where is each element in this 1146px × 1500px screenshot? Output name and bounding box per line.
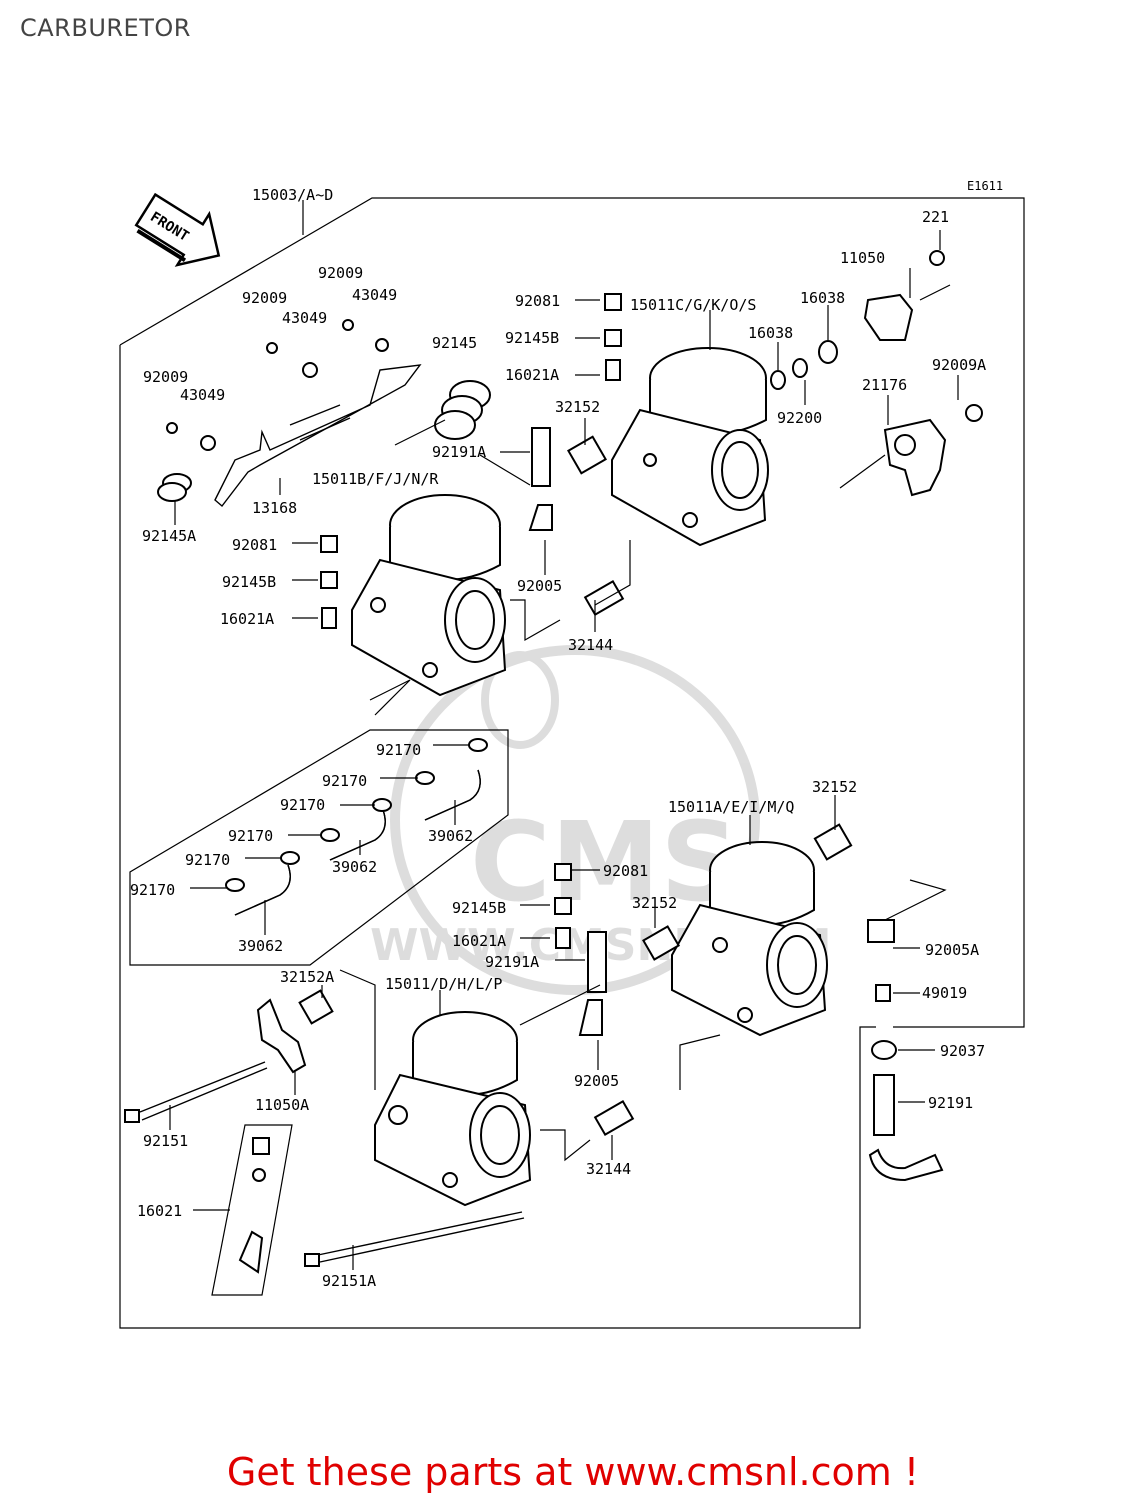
label-16038-b: 16038 bbox=[748, 324, 793, 342]
label-32152-a: 32152 bbox=[555, 398, 600, 416]
bracket-13168 bbox=[214, 364, 422, 508]
label-92151a: 92151A bbox=[322, 1272, 376, 1290]
label-16021a-c: 16021A bbox=[452, 932, 506, 950]
hose-kit-box bbox=[129, 729, 509, 966]
label-92005a: 92005A bbox=[925, 941, 979, 959]
label-92145a: 92145A bbox=[142, 527, 196, 545]
label-92145b-b: 92145B bbox=[222, 573, 276, 591]
label-11050: 11050 bbox=[840, 249, 885, 267]
label-92005-b: 92005 bbox=[574, 1072, 619, 1090]
label-92145b-c: 92145B bbox=[452, 899, 506, 917]
label-92009-a: 92009 bbox=[318, 264, 363, 282]
carburetor-exploded-diagram: CMS WWW.CMSNL.COM FRONT bbox=[119, 179, 1025, 1329]
carburetor-15011c bbox=[611, 347, 769, 547]
label-39062-a: 39062 bbox=[428, 827, 473, 845]
label-92151: 92151 bbox=[143, 1132, 188, 1150]
label-92081-a: 92081 bbox=[515, 292, 560, 310]
label-16038-a: 16038 bbox=[800, 289, 845, 307]
spring-92145a bbox=[157, 473, 192, 502]
part-labels: 15003/A~D 221 11050 92009 43049 92009 43… bbox=[130, 179, 1003, 1290]
label-92191: 92191 bbox=[928, 1094, 973, 1112]
carburetor-15011b bbox=[351, 494, 507, 697]
label-43049-c: 43049 bbox=[180, 386, 225, 404]
label-32144-a: 32144 bbox=[568, 636, 613, 654]
label-92037: 92037 bbox=[940, 1042, 985, 1060]
lever-11050a bbox=[256, 998, 307, 1074]
assembly-frame-top bbox=[119, 197, 1025, 1028]
label-92170-e: 92170 bbox=[185, 851, 230, 869]
throttle-shafts bbox=[124, 1061, 525, 1267]
label-92009-b: 92009 bbox=[242, 289, 287, 307]
label-43049-a: 43049 bbox=[352, 286, 397, 304]
diagram-code: E1611 bbox=[967, 179, 1003, 193]
washers-16038 bbox=[770, 340, 838, 390]
bracket-slots bbox=[289, 404, 351, 441]
assembly-frame-bottom bbox=[119, 345, 876, 1329]
throttle-sensor-21176 bbox=[883, 418, 947, 497]
label-92170-b: 92170 bbox=[322, 772, 367, 790]
label-15011b: 15011B/F/J/N/R bbox=[312, 470, 439, 488]
spring-92145 bbox=[434, 380, 491, 440]
label-49019: 49019 bbox=[922, 984, 967, 1002]
label-15011a: 15011A/E/I/M/Q bbox=[668, 798, 794, 816]
label-221: 221 bbox=[922, 208, 949, 226]
label-92191a-a: 92191A bbox=[432, 443, 486, 461]
label-11050a: 11050A bbox=[255, 1096, 309, 1114]
page-title: CARBURETOR bbox=[20, 14, 191, 42]
label-32152-b: 32152 bbox=[812, 778, 857, 796]
label-15011: 15011/D/H/L/P bbox=[385, 975, 502, 993]
label-16021a-a: 16021A bbox=[505, 366, 559, 384]
label-32144-b: 32144 bbox=[586, 1160, 631, 1178]
pilot-screw-box bbox=[211, 1124, 293, 1296]
promo-banner: Get these parts at www.cmsnl.com ! bbox=[0, 1450, 1146, 1494]
label-39062-b: 39062 bbox=[332, 858, 377, 876]
carburetor-15011 bbox=[374, 1011, 532, 1207]
watermark-logo-text: CMS bbox=[470, 798, 739, 926]
label-92145: 92145 bbox=[432, 334, 477, 352]
small-fasteners bbox=[166, 250, 983, 451]
label-13168: 13168 bbox=[252, 499, 297, 517]
label-92170-c: 92170 bbox=[280, 796, 325, 814]
needle-springs bbox=[252, 293, 622, 1182]
label-21176: 21176 bbox=[862, 376, 907, 394]
carburetor-15011a bbox=[671, 841, 828, 1037]
label-92009a: 92009A bbox=[932, 356, 986, 374]
leader-lines bbox=[169, 230, 959, 1270]
front-arrow-icon: FRONT bbox=[134, 192, 221, 267]
label-15011c: 15011C/G/K/O/S bbox=[630, 296, 756, 314]
label-16021: 16021 bbox=[137, 1202, 182, 1220]
label-15003: 15003/A~D bbox=[252, 186, 333, 204]
label-16021a-b: 16021A bbox=[220, 610, 274, 628]
label-39062-c: 39062 bbox=[238, 937, 283, 955]
label-92170-a: 92170 bbox=[376, 741, 421, 759]
label-43049-b: 43049 bbox=[282, 309, 327, 327]
plate-11050 bbox=[863, 293, 914, 341]
label-92170-f: 92170 bbox=[130, 881, 175, 899]
label-32152-c: 32152 bbox=[632, 894, 677, 912]
hoses-39062 bbox=[234, 769, 481, 916]
label-92200: 92200 bbox=[777, 409, 822, 427]
label-92081-c: 92081 bbox=[603, 862, 648, 880]
promo-link[interactable]: Get these parts at www.cmsnl.com ! bbox=[226, 1450, 920, 1494]
label-92191a-b: 92191A bbox=[485, 953, 539, 971]
label-92009-c: 92009 bbox=[143, 368, 188, 386]
label-32152a: 32152A bbox=[280, 968, 334, 986]
label-92081-b: 92081 bbox=[232, 536, 277, 554]
pilot-screw-16021 bbox=[238, 1230, 264, 1274]
label-92145b-a: 92145B bbox=[505, 329, 559, 347]
label-92170-d: 92170 bbox=[228, 827, 273, 845]
label-92005-a: 92005 bbox=[517, 577, 562, 595]
